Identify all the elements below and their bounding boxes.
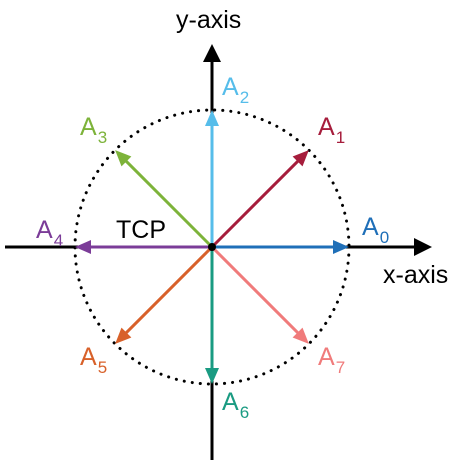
vector-a7-arrowhead: [292, 327, 309, 344]
vector-a7-shaft: [210, 245, 301, 336]
vector-a4-label: A4: [36, 216, 63, 250]
vector-a1-label: A1: [318, 113, 345, 147]
vector-a5-shaft: [123, 245, 214, 336]
vector-a6-label: A6: [222, 388, 249, 422]
vector-a7-label: A7: [318, 343, 345, 377]
vector-a1-arrowhead: [292, 150, 309, 167]
vector-a2-label: A2: [222, 73, 249, 107]
x-axis-arrowhead: [414, 238, 432, 256]
x-axis-label: x-axis: [383, 261, 448, 289]
vector-a5-label: A5: [80, 343, 107, 377]
vector-a6-arrowhead: [205, 368, 219, 384]
vector-a2-arrowhead: [205, 110, 219, 126]
tcp-label: TCP: [116, 216, 166, 244]
vector-a5-arrowhead: [115, 327, 132, 344]
vector-a4-arrowhead: [75, 240, 91, 254]
origin-point: [208, 243, 216, 251]
vector-a3-label: A3: [80, 113, 107, 147]
vector-a3-shaft: [123, 158, 214, 249]
vector-a0-label: A0: [362, 213, 389, 247]
vector-a1-shaft: [210, 158, 301, 249]
y-axis-label: y-axis: [176, 6, 241, 34]
y-axis-arrowhead: [203, 44, 221, 62]
vector-a3-arrowhead: [115, 150, 132, 167]
vector-a0-arrowhead: [333, 240, 349, 254]
